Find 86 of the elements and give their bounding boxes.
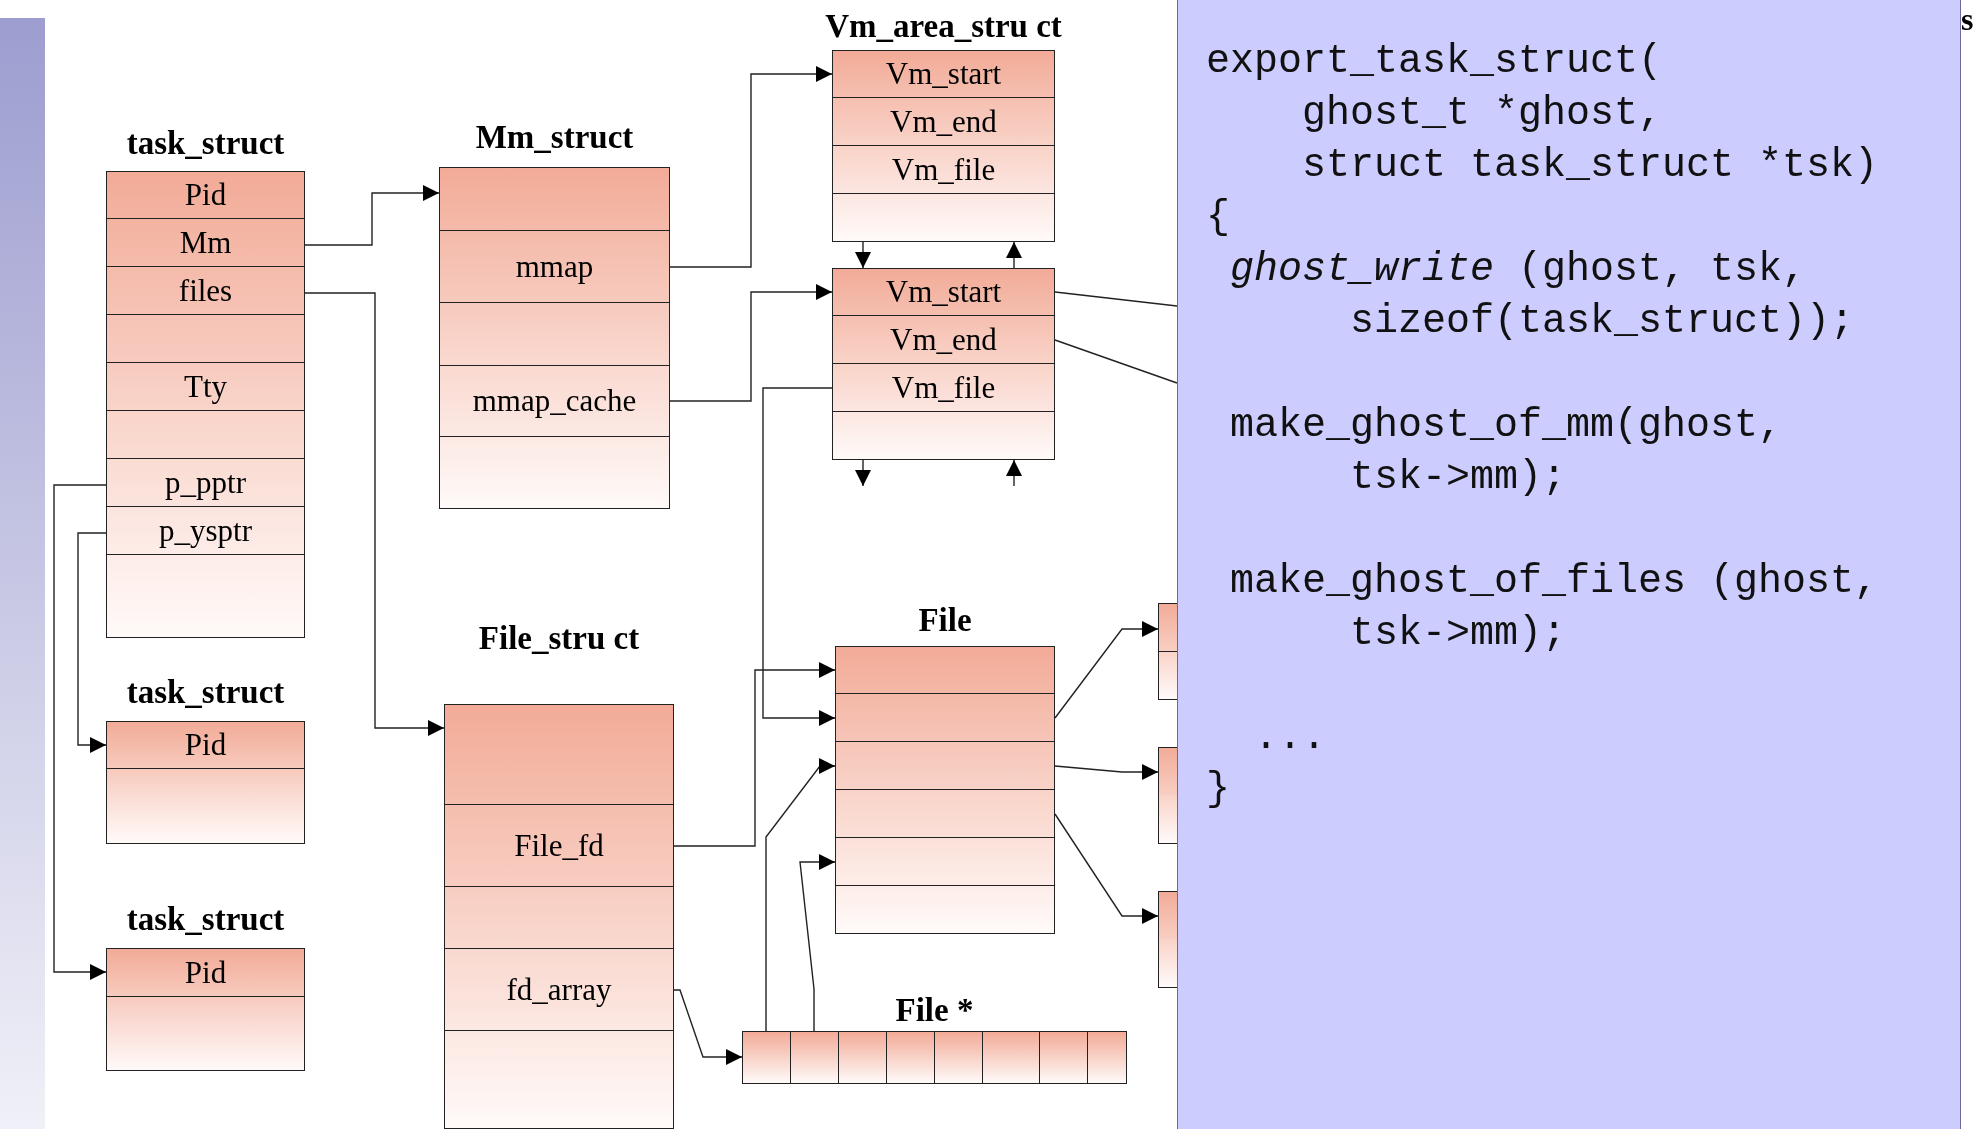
struct-title: task_struct <box>125 901 286 937</box>
struct-title: task_struct <box>125 674 286 710</box>
struct-field: fd_array <box>444 949 674 1031</box>
empty-field <box>835 694 1055 742</box>
struct-field: p_pptr <box>106 459 305 507</box>
empty-field <box>106 315 305 363</box>
code-text: } <box>1206 766 1231 814</box>
empty-field <box>835 886 1055 934</box>
empty-field <box>832 194 1055 242</box>
struct-field: mmap <box>439 231 670 303</box>
empty-field <box>835 646 1055 694</box>
empty-field <box>444 704 674 805</box>
arrow <box>304 292 445 736</box>
side-bar <box>0 18 45 1129</box>
struct-field: p_ysptr <box>106 507 305 555</box>
struct-title: File <box>917 602 973 638</box>
code-text: make_ghost_of_files (ghost, tsk->mm); <box>1229 558 1880 658</box>
struct-field: Pid <box>106 171 305 219</box>
empty-field <box>439 437 670 509</box>
code-text: ... <box>1253 714 1327 762</box>
empty-field <box>444 887 674 949</box>
array-slot <box>742 1031 791 1084</box>
arrow <box>304 185 440 246</box>
struct-title: File_stru ct <box>477 620 641 656</box>
empty-field <box>439 303 670 366</box>
empty-field <box>444 1031 674 1129</box>
struct-field: Vm_end <box>832 316 1055 364</box>
array-slot <box>791 1031 839 1084</box>
struct-field: Vm_start <box>832 50 1055 98</box>
arrow <box>765 758 836 1032</box>
connector-line <box>1054 339 1178 384</box>
struct-field: Tty <box>106 363 305 411</box>
arrow <box>799 854 836 1032</box>
struct-field: mmap_cache <box>439 366 670 437</box>
code-text: make_ghost_of_mm(ghost, tsk->mm); <box>1229 402 1784 502</box>
struct-title: File * <box>894 992 975 1028</box>
arrow <box>669 66 833 268</box>
arrow <box>1006 459 1022 487</box>
array-slot <box>887 1031 935 1084</box>
array-slot <box>1088 1031 1127 1084</box>
arrow <box>77 532 107 753</box>
struct-field: Vm_file <box>832 364 1055 412</box>
empty-field <box>106 769 305 844</box>
arrow <box>53 484 107 980</box>
struct-field: Pid <box>106 948 305 997</box>
struct-title: Mm_struct <box>474 119 635 155</box>
partial-record <box>1158 747 1178 844</box>
arrow <box>855 459 871 487</box>
empty-field <box>835 838 1055 886</box>
struct-field: Pid <box>106 721 305 769</box>
arrow <box>1006 241 1022 269</box>
struct-field: files <box>106 267 305 315</box>
struct-field: Mm <box>106 219 305 267</box>
arrow <box>1054 764 1159 780</box>
array-slot <box>1040 1031 1088 1084</box>
empty-field <box>835 790 1055 838</box>
code-text: export_task_struct( ghost_t *ghost, struct task_struct *tsk) <box>1206 38 1880 190</box>
arrow <box>855 241 871 269</box>
empty-field <box>106 411 305 459</box>
connector-line <box>1054 291 1178 307</box>
code-text: { <box>1206 194 1231 242</box>
empty-field <box>832 412 1055 460</box>
empty-field <box>835 742 1055 790</box>
array-slot <box>983 1031 1040 1084</box>
arrow <box>762 387 836 726</box>
empty-field <box>106 555 305 638</box>
partial-record <box>1158 603 1178 700</box>
code-panel <box>1177 0 1961 1129</box>
arrow <box>1054 621 1159 719</box>
arrow <box>673 662 836 847</box>
arrow <box>1054 813 1159 924</box>
struct-title: Vm_area_stru ct <box>825 8 1062 44</box>
struct-field: File_fd <box>444 805 674 887</box>
struct-title: task_struct <box>125 125 286 161</box>
array-slot <box>935 1031 983 1084</box>
arrow <box>673 989 743 1065</box>
code-text: ghost_write (ghost, tsk, sizeof(task_struct)); <box>1229 246 1856 346</box>
array-slot <box>839 1031 887 1084</box>
heading-fragment: s <box>1961 2 1974 36</box>
arrow <box>669 284 833 402</box>
struct-field: Vm_file <box>832 146 1055 194</box>
empty-field <box>106 997 305 1071</box>
partial-record <box>1158 891 1178 988</box>
struct-field: Vm_start <box>832 268 1055 316</box>
struct-field: Vm_end <box>832 98 1055 146</box>
empty-field <box>439 167 670 231</box>
